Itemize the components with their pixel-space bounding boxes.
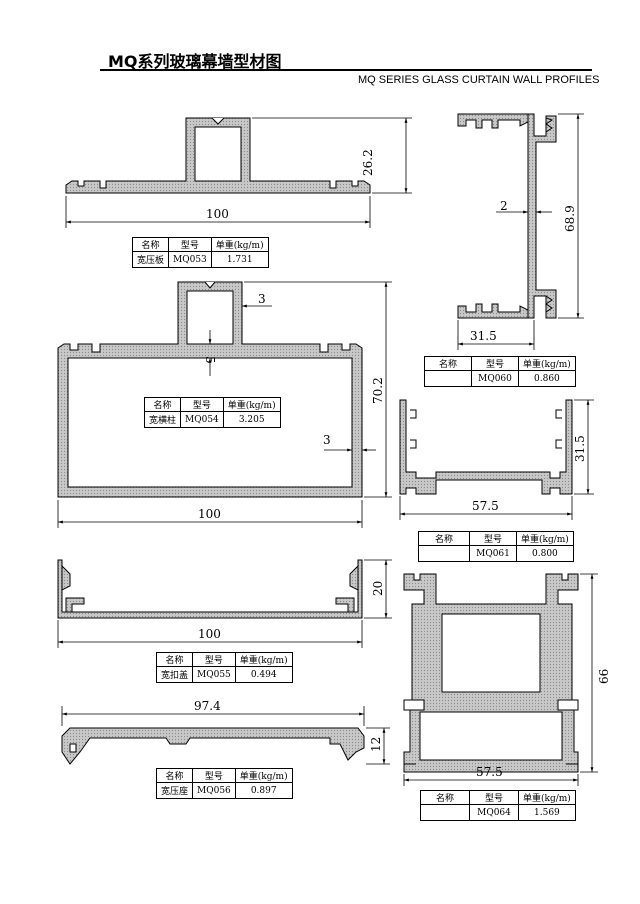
mq064-height-label: 66 — [597, 669, 611, 684]
col-model-header: 型号 — [469, 790, 519, 805]
profile-name: 宽扣盖 — [155, 666, 194, 683]
col-name-header: 名称 — [131, 237, 170, 252]
col-name-header: 名称 — [418, 531, 470, 546]
col-model-header: 型号 — [192, 768, 236, 783]
mq053-height-label: 26.2 — [361, 149, 375, 176]
mq056-width-label: 97.4 — [194, 699, 221, 713]
profile-mq053: 100 26.2 — [65, 117, 412, 228]
profile-model: MQ054 — [180, 411, 224, 428]
title-underline — [100, 69, 592, 71]
profile-mq060: 2 31.5 68.9 — [457, 113, 584, 350]
mq053-width-label: 100 — [206, 207, 229, 221]
mq060-wall-label: 2 — [500, 199, 508, 213]
page-title: MQ系列玻璃幕墙型材图 — [108, 52, 282, 71]
mq054-wall-side-label: 3 — [323, 433, 331, 447]
profile-name: 宽横柱 — [143, 411, 182, 428]
profile-weight: 0.494 — [234, 666, 293, 683]
col-weight-header: 单重(kg/m) — [516, 531, 574, 546]
profile-mq061: 57.5 31.5 — [399, 399, 594, 520]
profile-model: MQ053 — [168, 251, 212, 268]
profile-name: 宽压座 — [155, 782, 194, 799]
mq054-width-label: 100 — [198, 507, 221, 521]
profile-model: MQ061 — [469, 545, 517, 562]
col-weight-header: 单重(kg/m) — [234, 652, 293, 667]
col-model-header: 型号 — [168, 237, 212, 252]
profile-weight: 0.897 — [234, 782, 293, 799]
col-model-header: 型号 — [192, 652, 236, 667]
profile-model: MQ055 — [192, 666, 236, 683]
col-name-header: 名称 — [424, 356, 472, 371]
profile-model: MQ064 — [469, 804, 519, 821]
col-weight-header: 单重(kg/m) — [222, 397, 281, 412]
profile-mq064: 57.5 66 — [403, 573, 611, 786]
col-weight-header: 单重(kg/m) — [210, 237, 269, 252]
profile-weight: 1.569 — [518, 804, 576, 821]
col-weight-header: 单重(kg/m) — [518, 790, 576, 805]
col-weight-header: 单重(kg/m) — [234, 768, 293, 783]
mq060-height-label: 68.9 — [563, 205, 577, 232]
mq054-height-label: 70.2 — [371, 377, 385, 404]
profile-mq056: 97.4 12 — [61, 699, 390, 765]
col-name-header: 名称 — [143, 397, 182, 412]
profile-model: MQ056 — [192, 782, 236, 799]
profile-weight: 0.800 — [516, 545, 574, 562]
col-name-header: 名称 — [420, 790, 470, 805]
col-model-header: 型号 — [469, 531, 517, 546]
profile-weight: 0.860 — [518, 370, 576, 387]
profile-name — [424, 370, 472, 387]
mq060-width-label: 31.5 — [470, 329, 497, 343]
col-name-header: 名称 — [155, 768, 194, 783]
mq055-height-label: 20 — [371, 581, 385, 596]
col-weight-header: 单重(kg/m) — [518, 356, 576, 371]
profile-mq054: 3 5 3 100 70.2 — [57, 281, 392, 528]
mq061-height-label: 31.5 — [573, 435, 587, 462]
mq054-web-label: 5 — [203, 356, 217, 364]
profile-model: MQ060 — [471, 370, 519, 387]
profile-name — [418, 545, 470, 562]
profile-name: 宽压板 — [131, 251, 170, 268]
mq064-width-label: 57.5 — [476, 765, 503, 779]
profile-mq055: 100 20 — [57, 559, 392, 648]
mq054-wall-top-label: 3 — [258, 292, 266, 306]
profile-name — [420, 804, 470, 821]
mq056-height-label: 12 — [369, 737, 383, 752]
page-subtitle: MQ SERIES GLASS CURTAIN WALL PROFILES — [358, 74, 600, 86]
profile-weight: 3.205 — [222, 411, 281, 428]
profile-weight: 1.731 — [210, 251, 269, 268]
mq061-width-label: 57.5 — [472, 499, 499, 513]
col-model-header: 型号 — [471, 356, 519, 371]
col-model-header: 型号 — [180, 397, 224, 412]
col-name-header: 名称 — [155, 652, 194, 667]
mq055-width-label: 100 — [198, 627, 221, 641]
